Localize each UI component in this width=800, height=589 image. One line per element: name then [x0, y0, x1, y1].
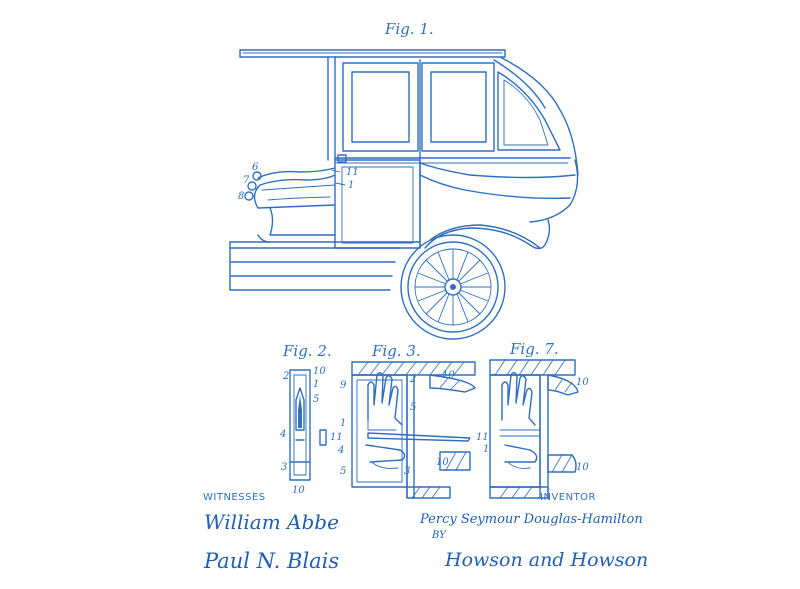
fig3-title: Fig. 3.	[371, 342, 421, 360]
fig1-ref: 6	[252, 162, 259, 173]
fig3-ref: 9	[340, 380, 347, 391]
fig2-ref: 4	[279, 429, 286, 440]
inventor-label: INVENTOR	[540, 492, 596, 503]
fig1-ref: 7	[243, 175, 250, 186]
fig7-title: Fig. 7.	[509, 340, 559, 358]
fig7-ref: 10	[576, 377, 589, 388]
fig1-ref: 11	[346, 167, 359, 178]
fig2-title: Fig. 2.	[282, 342, 332, 360]
fig3-ref: 11	[330, 432, 343, 443]
fig3-door-section: 9 2 10 5 1 11 4 5 3 10	[330, 361, 476, 499]
by-label: BY	[431, 530, 447, 541]
fig7-ref: 1	[483, 444, 489, 455]
fig2-handle-slot: 2 1 10 5 4 3 10	[279, 366, 327, 496]
fig2-ref: 10	[313, 366, 326, 377]
fig1-carriage: 6 7 8 11 1	[229, 49, 579, 340]
fig3-ref: 3	[404, 466, 410, 477]
fig2-ref: 1	[313, 379, 319, 390]
witness1-signature: William Abbe	[204, 510, 339, 534]
fig3-ref: 1	[340, 418, 346, 429]
fig7-door-section: 10 11 1 10	[476, 359, 589, 499]
fig3-ref: 2	[409, 374, 416, 385]
fig2-ref: 10	[292, 485, 305, 496]
inventor-signature: Percy Seymour Douglas-Hamilton	[419, 512, 643, 527]
fig3-ref: 4	[337, 445, 344, 456]
fig3-ref: 5	[410, 402, 416, 413]
fig1-ref: 1	[348, 180, 354, 191]
fig1-ref: 8	[238, 191, 244, 202]
witness2-signature: Paul N. Blais	[203, 549, 339, 573]
fig3-ref: 10	[436, 457, 449, 468]
fig2-ref: 2	[282, 371, 289, 382]
fig7-ref: 11	[476, 432, 489, 443]
fig3-ref: 5	[340, 466, 346, 477]
witnesses-label: WITNESSES	[203, 492, 266, 503]
fig2-ref: 5	[313, 394, 319, 405]
fig7-ref: 10	[576, 462, 589, 473]
attorneys-signature: Howson and Howson	[444, 549, 648, 571]
fig3-ref: 10	[442, 370, 455, 381]
fig1-title: Fig. 1.	[384, 20, 434, 38]
fig2-ref: 3	[281, 462, 287, 473]
